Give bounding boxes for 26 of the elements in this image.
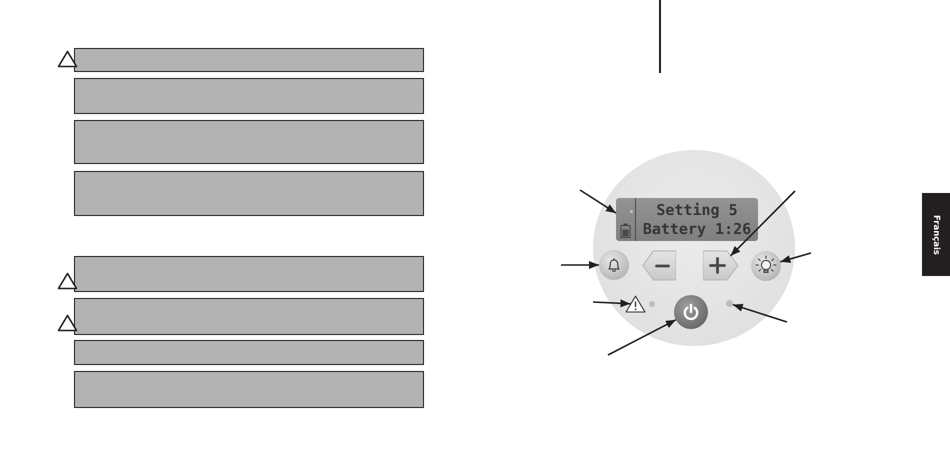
indicator-dot-icon <box>726 300 733 307</box>
blank-panel <box>74 171 424 216</box>
warning-icon <box>625 295 646 313</box>
leader-arrow <box>608 319 676 356</box>
blank-panel <box>74 340 424 365</box>
plus-button <box>703 250 739 281</box>
blank-panel <box>74 298 424 335</box>
bell-button <box>599 250 629 280</box>
leader-arrow <box>561 261 599 269</box>
blank-panel <box>74 256 424 292</box>
blank-panel <box>74 120 424 164</box>
leader-arrow <box>732 304 788 323</box>
lcd-display <box>616 198 758 241</box>
display-text: Battery 1:26 <box>642 220 752 238</box>
display-text: Setting 5 <box>656 200 738 220</box>
minus-button <box>642 250 676 281</box>
blank-panel <box>74 371 424 408</box>
power-button <box>674 295 708 329</box>
leader-arrow <box>592 299 630 308</box>
leader-arrow <box>780 252 812 263</box>
blank-panel <box>74 78 424 114</box>
leader-arrow <box>580 189 616 214</box>
indicator-dot-icon <box>649 301 655 307</box>
language-tab: Français <box>922 193 950 276</box>
blank-panel <box>74 48 424 72</box>
leader-arrow <box>730 190 796 256</box>
